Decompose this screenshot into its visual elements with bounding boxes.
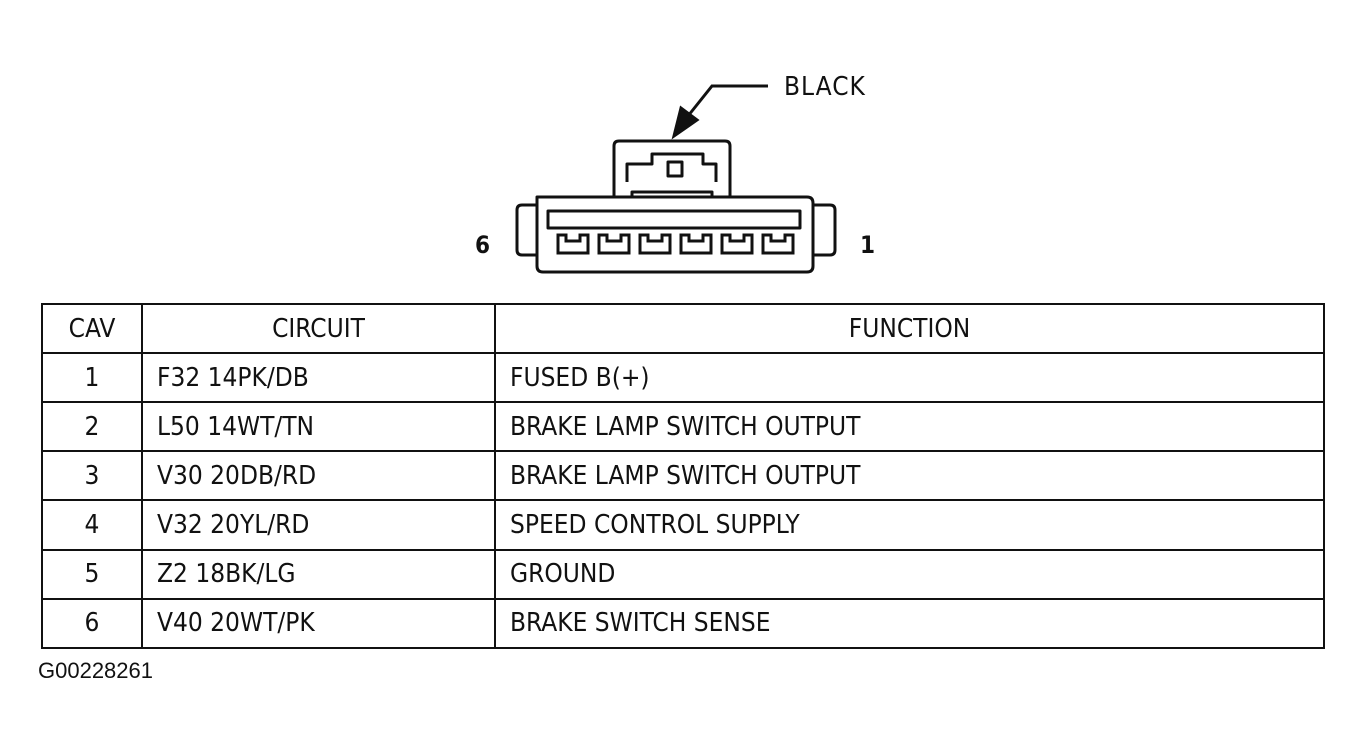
connector-cavity bbox=[720, 233, 754, 255]
connector-right-ear bbox=[813, 203, 837, 257]
connector-cavity bbox=[679, 233, 713, 255]
cav-cell: 6 bbox=[41, 597, 143, 650]
function-cell: BRAKE SWITCH SENSE bbox=[494, 597, 1325, 650]
circuit-cell: Z2 18BK/LG bbox=[141, 548, 496, 600]
connector-cavity bbox=[638, 233, 672, 255]
table-header-row: CAV CIRCUIT FUNCTION bbox=[41, 303, 1325, 354]
connector-color-label: BLACK bbox=[784, 72, 866, 102]
circuit-cell: L50 14WT/TN bbox=[141, 401, 496, 453]
callout-leader-line bbox=[686, 84, 768, 117]
circuit-cell: V32 20YL/RD bbox=[141, 499, 496, 551]
connector-left-ear bbox=[515, 203, 537, 257]
table-row: 1 F32 14PK/DB FUSED B(+) bbox=[41, 351, 1325, 404]
connector-cavity bbox=[761, 233, 795, 255]
cav-cell: 5 bbox=[41, 548, 143, 600]
function-cell: GROUND bbox=[494, 548, 1325, 600]
function-cell: BRAKE LAMP SWITCH OUTPUT bbox=[494, 401, 1325, 453]
connector-body bbox=[535, 195, 815, 274]
header-cav: CAV bbox=[41, 303, 143, 354]
connector-cavity bbox=[597, 233, 631, 255]
function-cell: BRAKE LAMP SWITCH OUTPUT bbox=[494, 450, 1325, 502]
function-cell: FUSED B(+) bbox=[494, 351, 1325, 404]
table-row: 6 V40 20WT/PK BRAKE SWITCH SENSE bbox=[41, 597, 1325, 650]
table-row: 3 V30 20DB/RD BRAKE LAMP SWITCH OUTPUT bbox=[41, 450, 1325, 502]
connector-diagram bbox=[515, 84, 837, 274]
function-cell: SPEED CONTROL SUPPLY bbox=[494, 499, 1325, 551]
table-row: 5 Z2 18BK/LG GROUND bbox=[41, 548, 1325, 600]
connector-cavity bbox=[556, 233, 590, 255]
connector-lock-tab bbox=[612, 139, 732, 197]
cav-cell: 2 bbox=[41, 401, 143, 453]
circuit-cell: V40 20WT/PK bbox=[141, 597, 496, 650]
figure-id: G00228261 bbox=[38, 658, 153, 683]
header-circuit: CIRCUIT bbox=[141, 303, 496, 354]
cav-cell: 4 bbox=[41, 499, 143, 551]
cav-cell: 1 bbox=[41, 351, 143, 404]
table-row: 2 L50 14WT/TN BRAKE LAMP SWITCH OUTPUT bbox=[41, 401, 1325, 453]
circuit-cell: F32 14PK/DB bbox=[141, 351, 496, 404]
table-row: 4 V32 20YL/RD SPEED CONTROL SUPPLY bbox=[41, 499, 1325, 551]
callout-arrow-head bbox=[671, 105, 700, 140]
cav-cell: 3 bbox=[41, 450, 143, 502]
pin-label-right: 1 bbox=[860, 231, 876, 259]
pin-label-left: 6 bbox=[475, 231, 491, 259]
header-function: FUNCTION bbox=[494, 303, 1325, 354]
circuit-cell: V30 20DB/RD bbox=[141, 450, 496, 502]
pin-out-table: CAV CIRCUIT FUNCTION 1 F32 14PK/DB FUSED… bbox=[41, 303, 1325, 650]
